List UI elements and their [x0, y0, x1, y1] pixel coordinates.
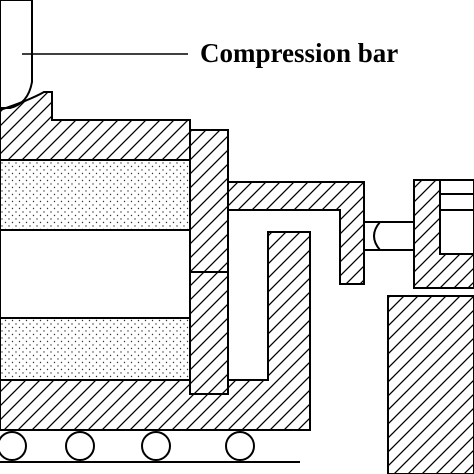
- roller-3: [141, 431, 171, 461]
- compression-bar-label: Compression bar: [200, 38, 398, 68]
- side-plate-lower: [189, 271, 229, 395]
- roller-4: [225, 431, 255, 461]
- right-support-block: [387, 295, 474, 474]
- top-pressure-block: [0, 91, 191, 161]
- side-plate-upper: [189, 129, 229, 273]
- roller-2: [65, 431, 95, 461]
- lower-dotted-layer: [0, 317, 191, 381]
- upper-dotted-layer: [0, 159, 191, 231]
- load-pin: [363, 221, 415, 251]
- middle-core: [0, 229, 191, 319]
- base-plate: [0, 231, 311, 431]
- l-bracket: [227, 181, 365, 285]
- roller-1: [0, 431, 27, 461]
- sensor-slot-inner: [439, 209, 474, 255]
